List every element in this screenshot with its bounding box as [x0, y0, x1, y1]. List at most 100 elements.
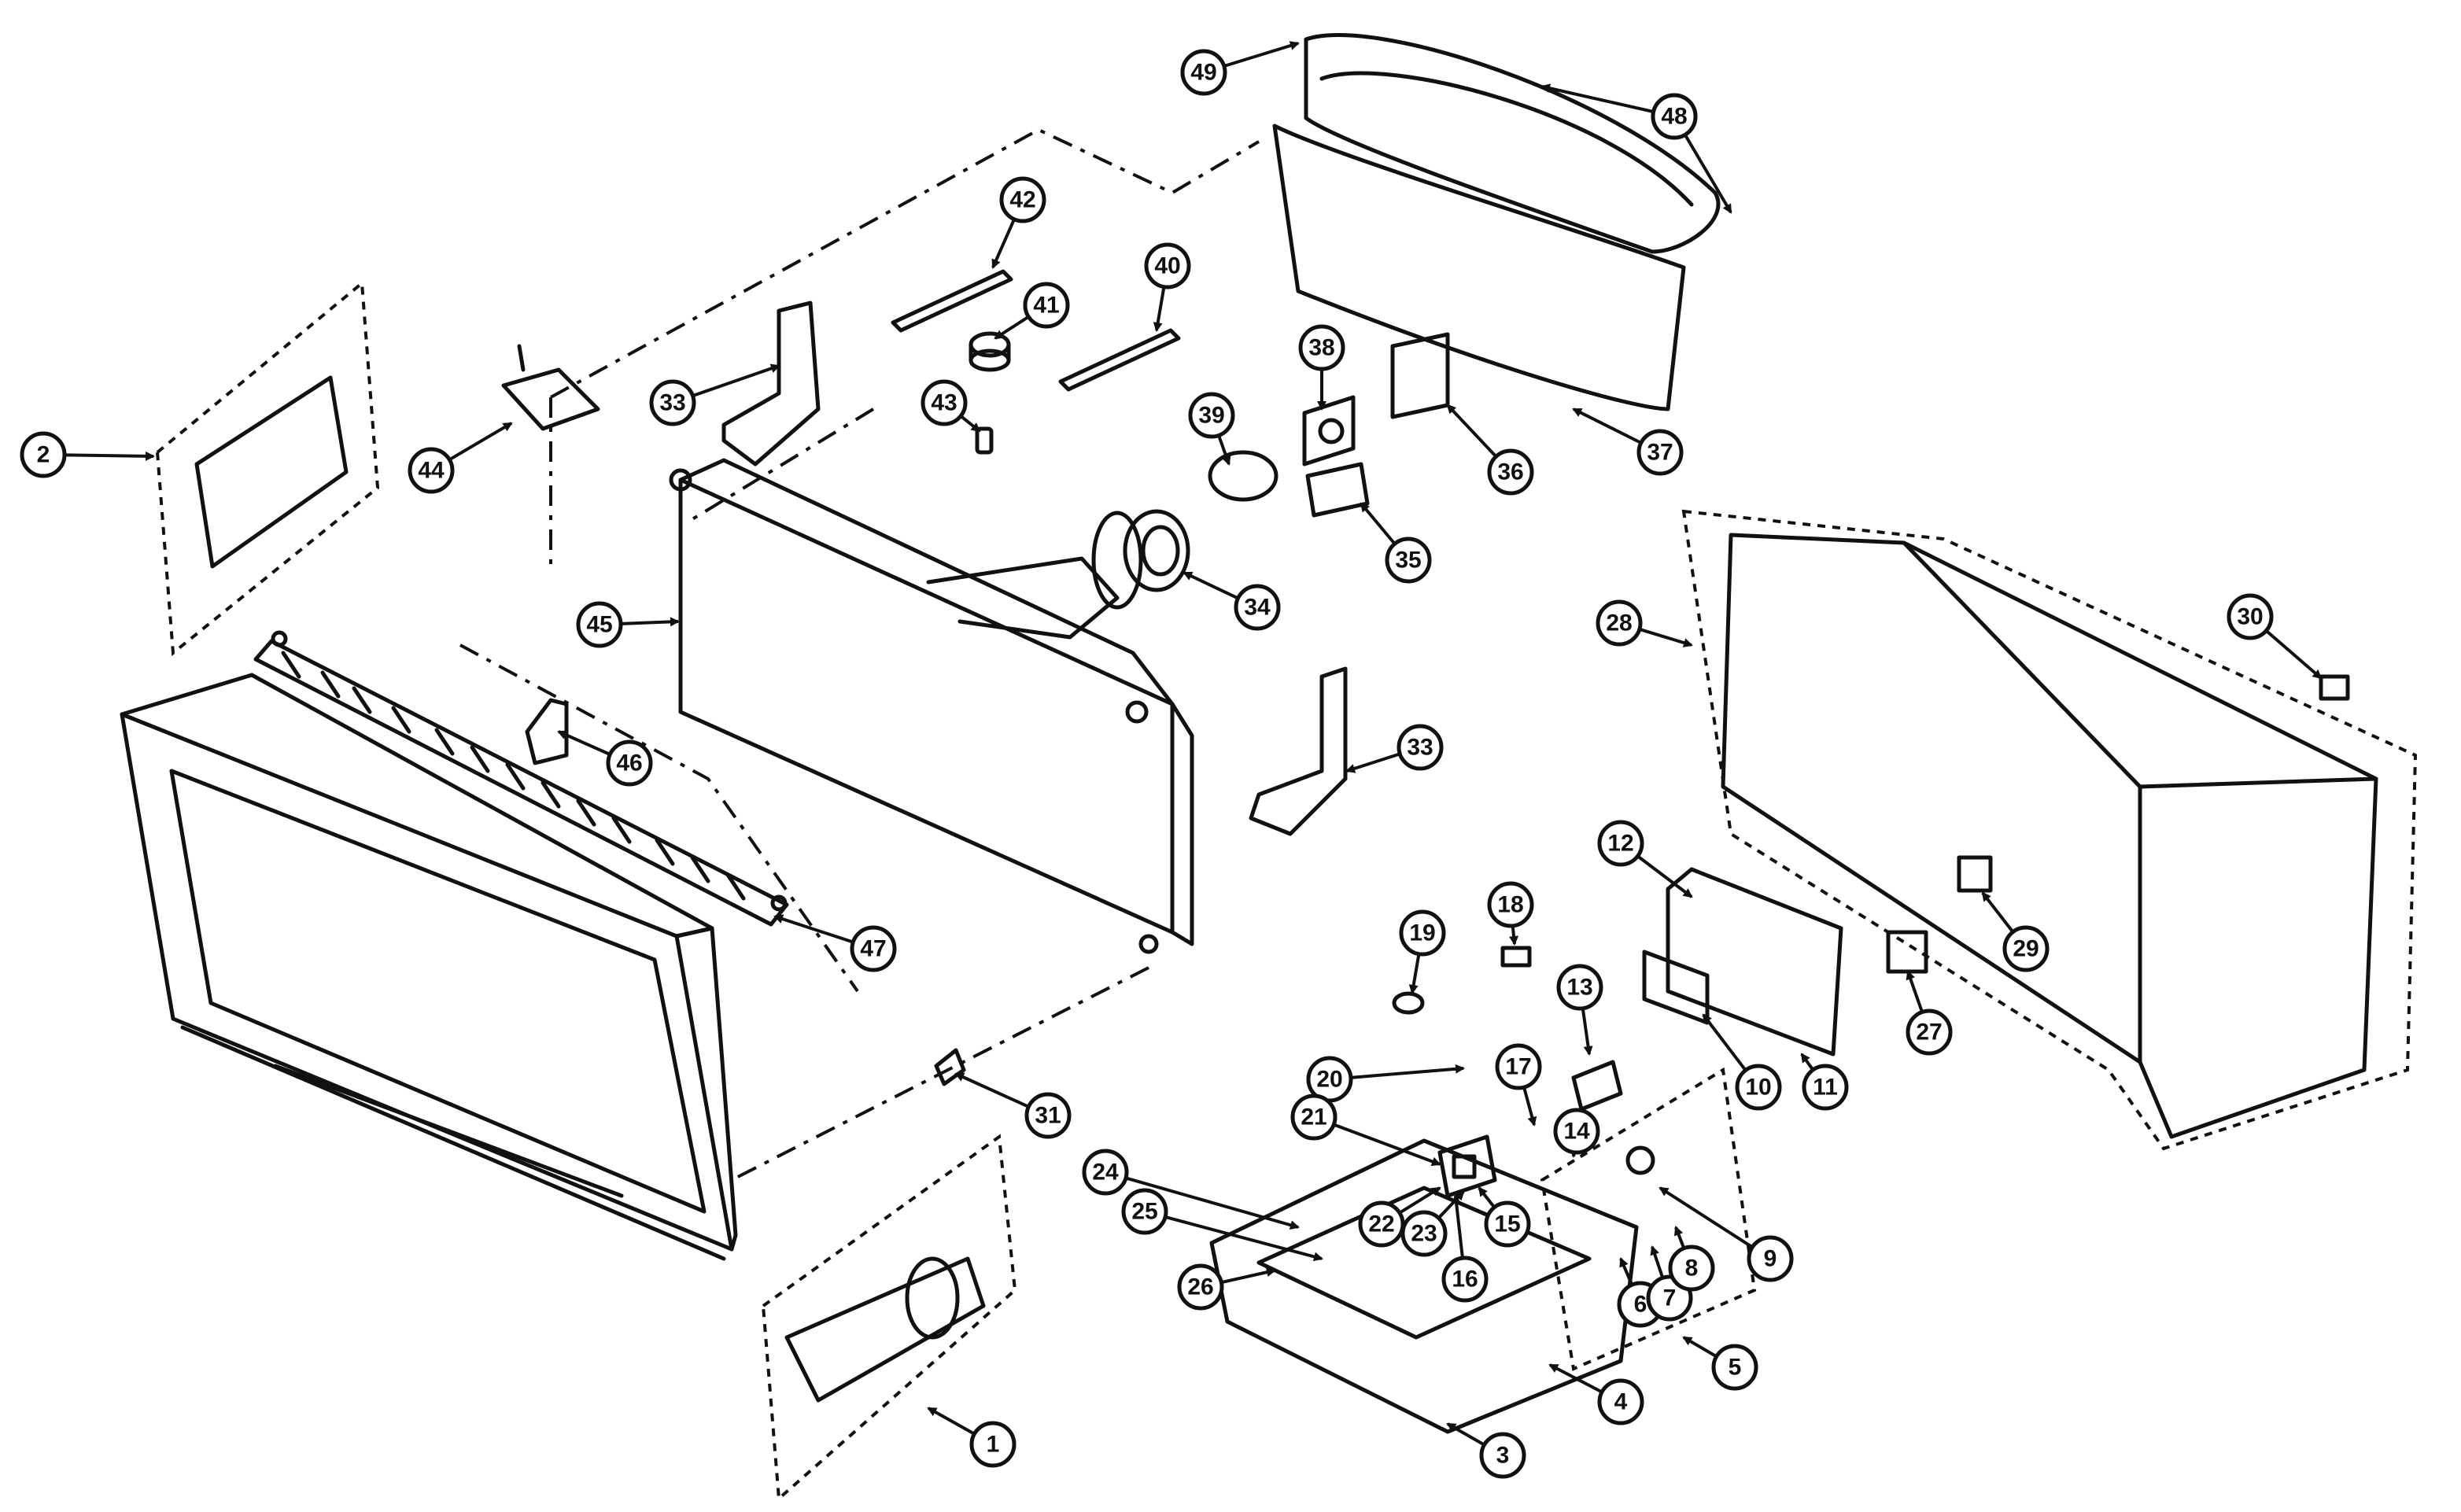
callout-number: 47	[860, 936, 886, 962]
callout-circle	[999, 176, 1046, 223]
callout-leader	[621, 617, 680, 627]
callout-15: 15	[1478, 1186, 1531, 1248]
callout-49: 49	[1180, 41, 1300, 96]
callout-number: 15	[1494, 1211, 1520, 1237]
callout-circle	[1484, 1200, 1531, 1248]
callout-4: 4	[1548, 1363, 1644, 1425]
callout-circle	[1487, 448, 1534, 496]
callout-leader	[1522, 1087, 1537, 1127]
callout-number: 7	[1663, 1285, 1677, 1311]
callout-number: 31	[1035, 1103, 1061, 1129]
callout-28: 28	[1596, 599, 1693, 647]
callout-14: 14	[1553, 1108, 1600, 1158]
callout-circle	[1188, 392, 1235, 439]
callout-27: 27	[1906, 970, 1953, 1056]
component-13	[1571, 1060, 1623, 1112]
strip-40	[1058, 328, 1181, 392]
rear-cabinet	[1681, 509, 2418, 1151]
socket-38	[1302, 395, 1356, 467]
callout-number: 23	[1411, 1221, 1437, 1247]
callout-circle	[1441, 1256, 1489, 1303]
callout-22: 22	[1358, 1186, 1441, 1248]
callout-number: 35	[1395, 548, 1421, 573]
lens-housing	[669, 458, 1194, 954]
callout-circle	[1597, 1378, 1644, 1425]
callout-2: 2	[20, 431, 155, 478]
component-19	[1392, 991, 1425, 1015]
callout-leader	[994, 315, 1029, 340]
callout-17: 17	[1495, 1043, 1542, 1127]
callout-circle	[1397, 724, 1444, 771]
strip-42	[891, 269, 1013, 333]
label-27	[1886, 930, 1928, 974]
callout-circle	[1177, 1263, 1224, 1311]
callout-circle	[1556, 964, 1603, 1011]
callout-leader	[1548, 1363, 1603, 1393]
component-21-23	[1437, 1134, 1497, 1198]
callout-number: 36	[1497, 459, 1523, 485]
callout-circle	[649, 379, 696, 426]
callout-leader	[1478, 1186, 1496, 1208]
box-29	[1957, 855, 1993, 893]
plate-36	[1390, 332, 1450, 419]
callout-number: 38	[1308, 335, 1334, 361]
callout-number: 33	[1407, 735, 1433, 761]
callout-number: 26	[1187, 1274, 1213, 1300]
callout-number: 28	[1606, 610, 1632, 636]
callout-circle	[1597, 820, 1644, 867]
callout-number: 37	[1647, 440, 1673, 466]
callout-circle	[1906, 1009, 1953, 1056]
callout-number: 20	[1316, 1067, 1342, 1093]
callout-number: 24	[1092, 1160, 1119, 1186]
callout-leader	[449, 422, 513, 461]
screen-bracket	[253, 630, 789, 927]
callout-leader	[2265, 629, 2323, 680]
callout-leader	[773, 914, 854, 944]
callout-9: 9	[1658, 1186, 1794, 1282]
callout-circle	[1358, 1200, 1405, 1248]
callout-number: 41	[1033, 293, 1059, 319]
callout-leader	[1360, 502, 1396, 544]
callout-leader	[1217, 435, 1231, 466]
callout-circle	[969, 1421, 1016, 1468]
callout-35: 35	[1360, 502, 1432, 584]
callout-number: 13	[1566, 975, 1592, 1001]
callout-leader	[557, 730, 611, 756]
callout-number: 43	[931, 390, 957, 416]
callout-43: 43	[921, 379, 981, 433]
callout-circle	[2227, 593, 2274, 640]
callout-leader	[1650, 1245, 1664, 1278]
callout-circle	[1711, 1344, 1758, 1391]
callout-3: 3	[1446, 1422, 1526, 1479]
callout-circle	[1399, 909, 1446, 957]
callout-leader	[1408, 954, 1421, 994]
callout-leader	[954, 1072, 1029, 1108]
callout-38: 38	[1298, 324, 1345, 411]
clip-44	[501, 344, 600, 431]
callout-leader	[1658, 1186, 1753, 1248]
component-9	[1625, 1145, 1655, 1175]
callout-39: 39	[1188, 392, 1235, 466]
callout-leader	[1619, 1257, 1633, 1285]
callout-36: 36	[1446, 404, 1534, 496]
callout-circle	[1668, 1245, 1715, 1292]
callout-circle	[1636, 429, 1684, 476]
callout-circle	[1400, 1210, 1448, 1257]
callout-leader	[1702, 1013, 1747, 1071]
lens-support-upper	[721, 301, 821, 467]
callout-leader	[1640, 628, 1693, 647]
callout-circle	[1479, 1432, 1526, 1479]
callout-16: 16	[1441, 1194, 1489, 1303]
callout-number: 49	[1190, 60, 1216, 86]
callout-25: 25	[1121, 1188, 1323, 1262]
callout-33: 33	[1345, 724, 1444, 773]
callout-23: 23	[1400, 1190, 1465, 1257]
callout-number: 9	[1764, 1246, 1777, 1272]
callout-44: 44	[408, 422, 513, 494]
callout-29: 29	[1981, 891, 2050, 972]
callout-33: 33	[649, 363, 780, 426]
callout-circle	[576, 601, 623, 648]
callout-leader	[1437, 1190, 1465, 1219]
callout-number: 39	[1198, 403, 1224, 429]
